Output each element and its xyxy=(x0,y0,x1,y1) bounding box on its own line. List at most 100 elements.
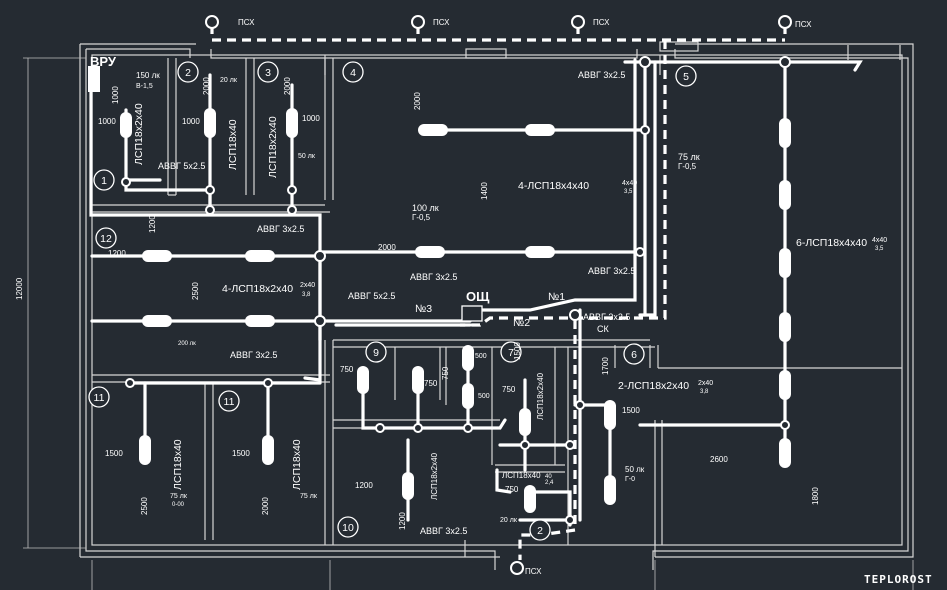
osch-label: ОЩ xyxy=(466,289,490,304)
svg-text:1200: 1200 xyxy=(108,249,126,258)
vru-panel xyxy=(88,66,100,92)
luminaire xyxy=(357,366,369,394)
svg-text:Г-0,5: Г-0,5 xyxy=(678,162,697,171)
room-number: 6 xyxy=(631,349,637,361)
svg-text:750: 750 xyxy=(424,379,438,388)
svg-text:750: 750 xyxy=(505,485,519,494)
svg-text:2000: 2000 xyxy=(378,243,396,252)
luminaire xyxy=(286,108,298,138)
psx-marker xyxy=(205,15,219,29)
fixture-label: 2-ЛСП18х2х40 xyxy=(618,380,689,392)
svg-text:3,8: 3,8 xyxy=(700,389,709,395)
fixture-label: ЛСП18х40 xyxy=(502,471,541,480)
room-number: 7 xyxy=(508,347,514,359)
svg-text:2х40: 2х40 xyxy=(300,282,315,289)
svg-text:2600: 2600 xyxy=(710,455,728,464)
illuminance-labels: 100 лк Г-0,5 75 лк Г-0,5 150 лк В-1,5 20… xyxy=(136,71,700,524)
watermark-logo: TEPLOROST xyxy=(864,573,933,586)
svg-text:2000: 2000 xyxy=(283,77,292,95)
psx-marker xyxy=(571,15,585,29)
luminaire xyxy=(604,400,616,430)
svg-text:1000: 1000 xyxy=(98,117,116,126)
svg-text:500: 500 xyxy=(475,353,487,360)
psx-marker xyxy=(510,561,524,575)
svg-text:2х40: 2х40 xyxy=(698,380,713,387)
svg-text:1500: 1500 xyxy=(622,406,640,415)
vru-label: ВРУ xyxy=(90,54,117,69)
luminaire xyxy=(779,180,791,210)
fixture-label: ЛСП18х40 xyxy=(291,439,303,490)
luminaire xyxy=(462,345,474,371)
svg-text:В-1,5: В-1,5 xyxy=(136,83,153,90)
psx-label: ПСХ xyxy=(238,18,255,27)
svg-text:1000: 1000 xyxy=(111,86,120,104)
svg-text:3,5: 3,5 xyxy=(624,189,633,195)
luminaire xyxy=(462,383,474,409)
fixture-label: ЛСП18х40 xyxy=(227,119,239,170)
fixture-label: ЛСП18х2х40 xyxy=(430,452,439,500)
psx-marker xyxy=(411,15,425,29)
luminaire xyxy=(415,246,445,258)
psx-label: ПСХ xyxy=(593,18,610,27)
room-number: 1 xyxy=(101,175,107,187)
svg-text:3,8: 3,8 xyxy=(302,292,311,298)
luminaire xyxy=(604,475,616,505)
luminaire xyxy=(779,118,791,148)
svg-text:150 лк: 150 лк xyxy=(136,71,160,80)
fixture-label: ЛСП18х2х40 xyxy=(536,372,545,420)
room-number: 11 xyxy=(224,396,235,408)
svg-text:1200: 1200 xyxy=(398,512,407,530)
group-label: №2 xyxy=(513,317,530,329)
svg-text:1200: 1200 xyxy=(355,481,373,490)
svg-text:Г-0,5: Г-0,5 xyxy=(412,213,431,222)
svg-text:75 лк: 75 лк xyxy=(300,493,318,500)
svg-text:1200: 1200 xyxy=(148,215,157,233)
fixture-label: 4-ЛСП18х2х40 xyxy=(222,283,293,295)
svg-text:2500: 2500 xyxy=(140,497,149,515)
luminaire xyxy=(779,248,791,278)
luminaire xyxy=(524,485,536,513)
luminaire xyxy=(204,108,216,138)
fixture-labels: 4-ЛСП18х4х40 4х40 3,5 6-ЛСП18х4х40 4х40 … xyxy=(133,103,887,500)
luminaires xyxy=(120,108,791,513)
svg-text:20 лк: 20 лк xyxy=(220,77,238,84)
svg-text:2000: 2000 xyxy=(261,497,270,515)
svg-text:1800: 1800 xyxy=(811,487,820,505)
room-number: 9 xyxy=(373,347,379,359)
svg-text:1400: 1400 xyxy=(480,182,489,200)
psx-label: ПСХ xyxy=(795,20,812,29)
room-numbers: 1 2 3 4 5 12 9 7 6 11 11 10 2 xyxy=(88,61,697,541)
cable-label: АВВГ 5х2.5 xyxy=(348,291,395,301)
cable-label: АВВГ 3х2.5 xyxy=(410,272,457,282)
svg-text:40: 40 xyxy=(545,474,552,480)
svg-text:1000: 1000 xyxy=(182,117,200,126)
svg-text:75 лк: 75 лк xyxy=(170,493,188,500)
cable-label: АВВГ 3х2.5 xyxy=(420,526,467,536)
room-number: 2 xyxy=(537,525,543,537)
cable-label: АВВГ 5х2.5 xyxy=(158,161,205,171)
svg-text:100 лк: 100 лк xyxy=(412,203,439,213)
room-number: 2 xyxy=(185,67,191,79)
luminaire xyxy=(519,408,531,436)
svg-text:50 лк: 50 лк xyxy=(298,153,316,160)
osch-panel xyxy=(461,305,483,322)
svg-text:750: 750 xyxy=(502,385,516,394)
room-number: 4 xyxy=(350,67,356,79)
luminaire xyxy=(402,472,414,500)
psx-marker xyxy=(778,15,792,29)
panels: ВРУ ОЩ СК xyxy=(88,54,609,334)
luminaire xyxy=(779,370,791,400)
psx-label: ПСХ xyxy=(433,18,450,27)
luminaire xyxy=(418,124,448,136)
svg-text:2500: 2500 xyxy=(191,282,200,300)
svg-text:3,5: 3,5 xyxy=(875,246,884,252)
svg-text:75 лк: 75 лк xyxy=(678,152,700,162)
group-label: №3 xyxy=(415,303,432,315)
room-number: 10 xyxy=(342,522,354,534)
luminaire xyxy=(412,366,424,394)
luminaire xyxy=(142,250,172,262)
fixture-label: ЛСП18х2х40 xyxy=(267,116,279,178)
cable-label: АВВГ 3х2.5 xyxy=(583,312,630,322)
cable-label: АВВГ 3х2.5 xyxy=(230,350,277,360)
room-number: 5 xyxy=(683,71,689,83)
